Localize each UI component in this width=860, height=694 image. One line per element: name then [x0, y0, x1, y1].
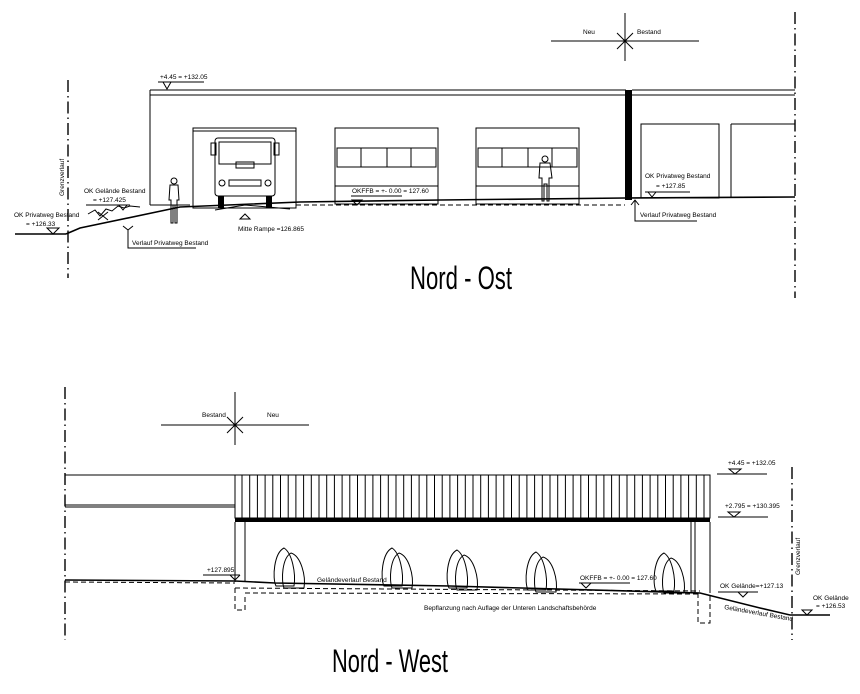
ok-gelaende-right-value: = +126.53 — [816, 603, 846, 610]
ok-gelaende-label: OK Gelände Bestand — [84, 188, 146, 195]
ok-gelaende-mid-label: OK Gelände=+127.13 — [720, 583, 784, 590]
person-figure-right — [538, 155, 553, 202]
roof-cladding-slats — [241, 475, 705, 518]
okffb-label-nord-ost: OKFFB = +- 0.00 = 127.60 — [352, 188, 429, 195]
roof-level-label: +4.45 = +132.05 — [160, 74, 208, 81]
ok-privatweg-left-value: = +126.33 — [26, 221, 56, 228]
ok-privatweg-left-label: OK Privatweg Bestand — [14, 212, 80, 219]
ground-profile-nord-west — [64, 579, 830, 624]
okffb-label-nord-west: OKFFB = +- 0.00 = 127.60 — [580, 575, 657, 582]
ok-gelaende-right-label: OK Gelände — [813, 595, 849, 602]
title-nord-west: Nord - West — [332, 643, 448, 679]
ok-gelaende-value: = +127.425 — [93, 197, 126, 204]
person-figure-left — [168, 177, 180, 224]
legend-neu-label: Neu — [583, 29, 595, 36]
verlauf-privatweg-right-label: Verlauf Privatweg Bestand — [640, 212, 717, 219]
garage-door-3 — [475, 127, 580, 205]
ground-profile-nord-ost — [15, 196, 796, 235]
level-markers-nord-ost: +4.45 = +132.05 OK Privatweg Bestand = +… — [14, 74, 717, 249]
mitte-rampe-label: Mitte Rampe =126.865 — [238, 226, 304, 233]
roof-level-label: +4.45 = +132.05 — [728, 460, 776, 467]
title-nord-ost: Nord - Ost — [410, 260, 512, 296]
tree-icon — [273, 547, 305, 589]
legend-neu-label: Neu — [267, 412, 279, 419]
tree-icon — [446, 549, 478, 591]
eaves-level-label: +2.795 = +130.395 — [725, 503, 780, 510]
elevation-nord-west: Bestand Neu Grenzverlauf — [64, 387, 849, 679]
verlauf-privatweg-left-label: Verlauf Privatweg Bestand — [132, 240, 209, 247]
boundary-label: Grenzverlauf — [59, 159, 66, 196]
building-existing — [632, 89, 795, 199]
gelaendeverlauf-left-label: Geländeverlauf Bestand — [317, 577, 387, 584]
legend-bestand-label: Bestand — [637, 29, 661, 36]
legend-bestand-label: Bestand — [202, 412, 226, 419]
planting-note: Bepflanzung nach Auflage der Unteren Lan… — [424, 605, 597, 612]
dividing-wall — [625, 90, 632, 200]
boundary-label: Grenzverlauf — [795, 538, 802, 575]
carport-new — [234, 474, 711, 593]
ok-privatweg-right-value: = +127.85 — [656, 183, 686, 190]
ok-privatweg-right-label: OK Privatweg Bestand — [645, 173, 711, 180]
tree-icon — [525, 551, 557, 593]
tree-icon — [653, 552, 685, 594]
elevation-nord-ost: Neu Bestand Grenzverlauf — [14, 12, 796, 298]
level-markers-nord-west: +127.895 Geländeverlauf Bestand +4.45 = … — [203, 460, 849, 623]
legend-cross-nord-ost: Neu Bestand — [551, 13, 699, 61]
garage-door-2 — [334, 127, 439, 205]
building-existing — [65, 474, 235, 508]
legend-cross-nord-west: Bestand Neu — [161, 392, 309, 445]
tree-icon — [381, 547, 413, 589]
truck-illustration — [210, 137, 280, 208]
level-left-label: +127.895 — [207, 567, 235, 574]
building-new — [149, 89, 632, 209]
